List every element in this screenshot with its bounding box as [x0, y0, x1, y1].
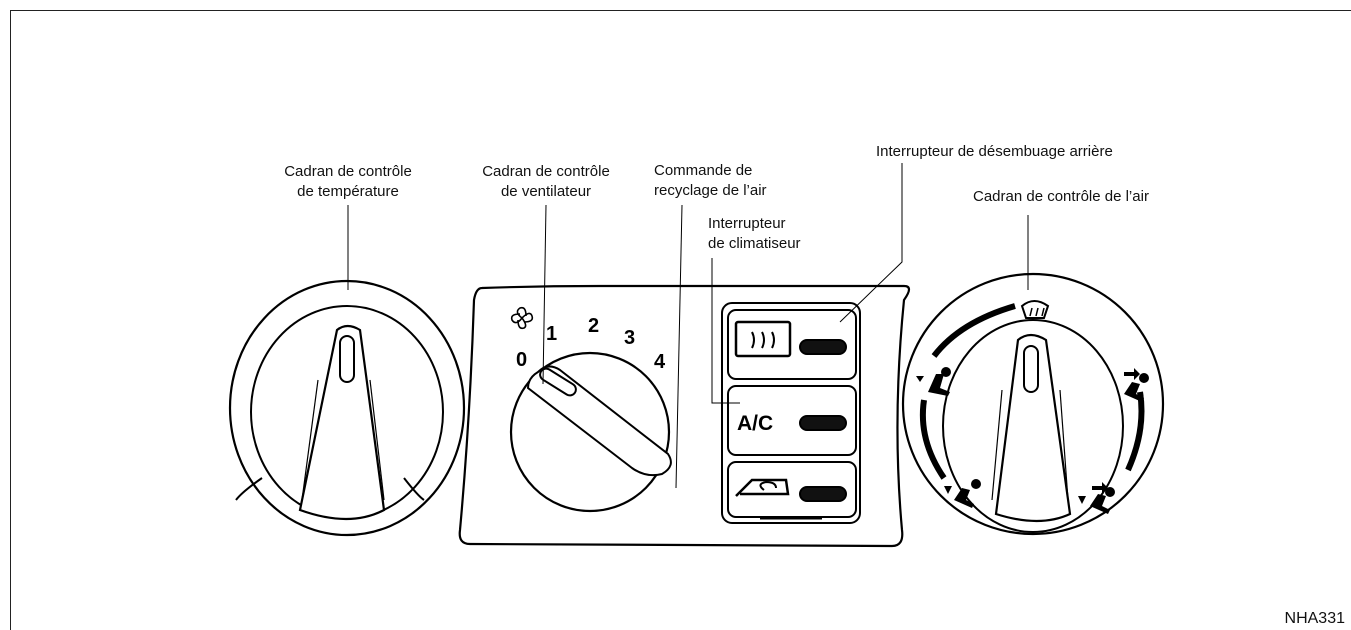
- center-panel-outline: [458, 284, 911, 548]
- fan-control-dial[interactable]: [509, 351, 672, 513]
- label-air-dial: Cadran de contrôle de l’air: [973, 188, 1149, 205]
- air-mode-arc-right: [1125, 391, 1145, 472]
- recirc-indicator: [799, 486, 847, 502]
- foot-vent-icon: [944, 479, 981, 508]
- air-recirculation-icon: [735, 478, 790, 497]
- windshield-defrost-icon: [1020, 300, 1050, 319]
- fan-speed-0: 0: [516, 349, 527, 371]
- fan-speed-1: 1: [546, 323, 557, 345]
- ac-button[interactable]: [727, 385, 857, 456]
- button-column: [721, 302, 861, 524]
- foot-and-defrost-icon: [916, 367, 951, 396]
- face-vent-icon: [1124, 368, 1149, 402]
- label-rear-defrost: Interrupteur de désembuage arrière: [876, 143, 1113, 160]
- air-mode-arc-top: [931, 303, 1016, 358]
- air-mode-arc-left: [919, 399, 947, 480]
- air-control-dial[interactable]: [901, 272, 1165, 536]
- rear-defrost-indicator: [799, 339, 847, 355]
- figure-id: NHA331: [1284, 610, 1345, 627]
- fan-speed-2: 2: [588, 315, 599, 337]
- rear-defroster-icon: [734, 320, 792, 358]
- bi-level-icon: [1078, 482, 1115, 514]
- ac-button-text: A/C: [737, 412, 773, 435]
- rear-defrost-button[interactable]: [727, 309, 857, 380]
- temperature-control-dial[interactable]: [228, 279, 466, 537]
- fan-speed-4: 4: [654, 351, 666, 373]
- fan-icon: [510, 306, 534, 330]
- fan-speed-3: 3: [624, 327, 635, 349]
- figure-frame: [10, 10, 1351, 630]
- ac-indicator: [799, 415, 847, 431]
- leader-lines: [347, 163, 1029, 489]
